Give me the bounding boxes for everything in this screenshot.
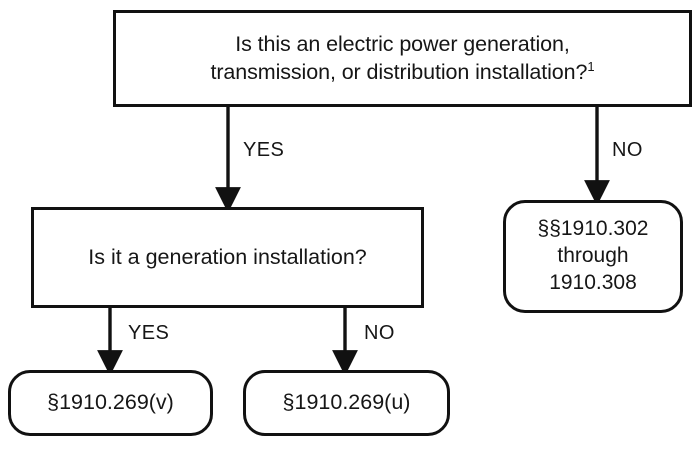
edge-label-generation-yes: YES [128,322,170,344]
footnote-marker: 1 [587,58,595,74]
node-result-1910-269-u: §1910.269(u) [243,370,450,436]
edge-label-generation-no: NO [364,322,395,344]
edge-label-root-no: NO [612,139,643,161]
node-result-1910-269-u-text: §1910.269(u) [282,390,411,415]
node-root-question: Is this an electric power generation, tra… [113,10,692,107]
node-root-question-line1: Is this an electric power generation, [235,31,570,56]
node-root-question-line2: transmission, or distribution installati… [210,59,588,84]
node-generation-question-text: Is it a generation installation? [88,244,367,269]
node-root-question-text: Is this an electric power generation, tra… [202,31,602,86]
node-result-1910-269-v-text: §1910.269(v) [47,390,174,415]
node-subpart-s-result: §§1910.302 through 1910.308 [503,200,683,313]
node-generation-question: Is it a generation installation? [31,207,424,308]
node-subpart-s-result-text: §§1910.302 through 1910.308 [537,217,649,294]
node-result-1910-269-v: §1910.269(v) [8,370,213,436]
edge-label-root-yes: YES [243,139,285,161]
